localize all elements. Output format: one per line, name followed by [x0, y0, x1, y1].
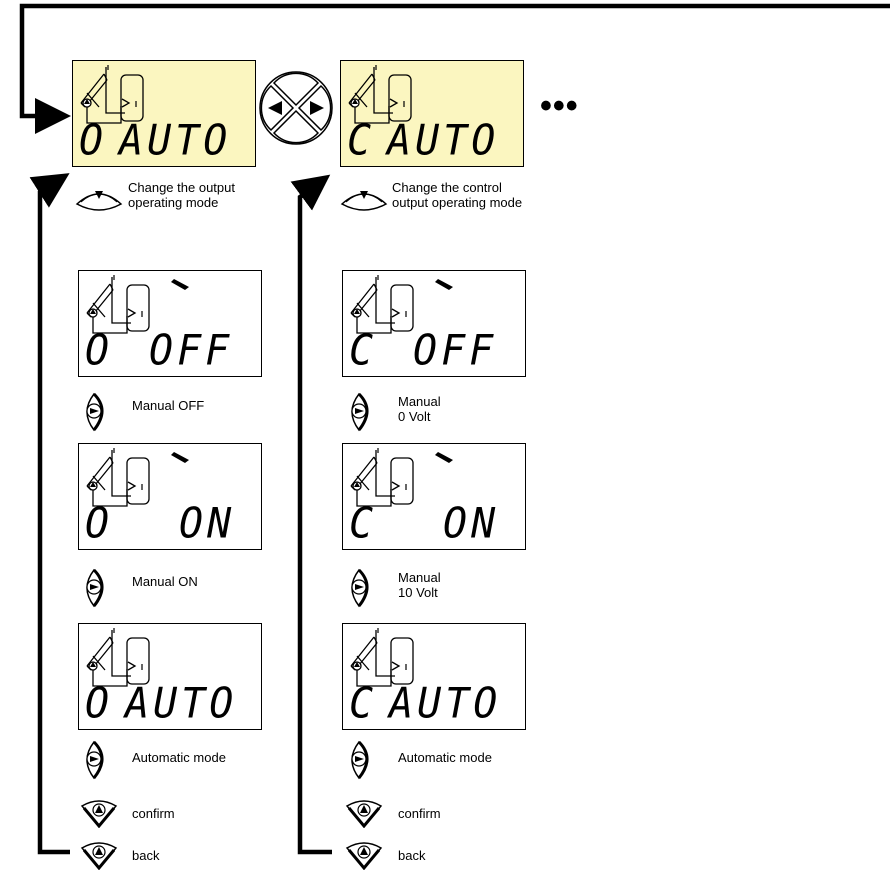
more-indicator: •••: [540, 87, 579, 125]
solar-system-icon: [350, 628, 414, 687]
lcd-channel-code: O: [85, 326, 114, 376]
up-button-icon[interactable]: [345, 798, 383, 828]
label-manual-10-volt: Manual 10 Volt: [398, 570, 441, 600]
lcd-control-on: C ON: [342, 443, 526, 550]
lcd-output-on: O ON: [78, 443, 262, 550]
label-change-control-mode: Change the control output operating mode: [392, 180, 523, 210]
manual-hand-icon: [171, 279, 189, 290]
label-automatic-mode-right: Automatic mode: [398, 750, 492, 765]
up-button-icon[interactable]: [345, 840, 383, 870]
lcd-mode-readout: OFF: [413, 326, 498, 376]
manual-hand-icon: [435, 279, 453, 290]
lcd-output-off: O OFF: [78, 270, 262, 377]
lcd-channel-code: O: [85, 679, 114, 729]
lcd-mode-readout: OFF: [149, 326, 234, 376]
lcd-channel-code: C: [349, 679, 378, 729]
lcd-channel-code: C: [347, 116, 376, 166]
lcd-mode-readout: ON: [179, 499, 236, 549]
lcd-mode-readout: AUTO: [389, 679, 502, 729]
solar-system-icon: [348, 65, 412, 124]
solar-system-icon: [86, 448, 189, 507]
down-button-icon[interactable]: [75, 182, 123, 216]
up-button-icon[interactable]: [80, 798, 118, 828]
loop-arrow-top: [19, 3, 890, 134]
up-button-icon[interactable]: [80, 840, 118, 870]
lcd-channel-code: C: [349, 326, 378, 376]
label-manual-on: Manual ON: [132, 574, 198, 589]
solar-system-icon: [86, 275, 189, 334]
right-button-icon[interactable]: [80, 740, 114, 780]
lcd-channel-code: O: [79, 116, 108, 166]
label-manual-off: Manual OFF: [132, 398, 205, 413]
back-arrow-right: [290, 174, 332, 855]
lcd-mode-readout: AUTO: [387, 116, 500, 166]
lcd-channel-code: O: [85, 499, 114, 549]
right-button-icon[interactable]: [80, 568, 114, 608]
manual-hand-icon: [171, 452, 189, 463]
lcd-mode-readout: ON: [443, 499, 500, 549]
label-back-right: back: [398, 848, 426, 863]
solar-system-icon: [86, 628, 150, 687]
nav-pad-icon[interactable]: [258, 70, 334, 146]
solar-system-icon: [350, 275, 453, 334]
label-automatic-mode-left: Automatic mode: [132, 750, 226, 765]
solar-system-icon: [80, 65, 144, 124]
label-manual-0-volt: Manual 0 Volt: [398, 394, 441, 424]
lcd-mode-readout: AUTO: [119, 116, 232, 166]
label-confirm-right: confirm: [398, 806, 441, 821]
lcd-channel-code: C: [349, 499, 378, 549]
label-change-output-mode: Change the output operating mode: [128, 180, 235, 210]
right-button-icon[interactable]: [345, 740, 379, 780]
right-button-icon[interactable]: [345, 568, 379, 608]
down-button-icon[interactable]: [340, 182, 388, 216]
manual-hand-icon: [435, 452, 453, 463]
right-button-icon[interactable]: [345, 392, 379, 432]
lcd-mode-readout: AUTO: [125, 679, 238, 729]
right-button-icon[interactable]: [80, 392, 114, 432]
label-back-left: back: [132, 848, 160, 863]
label-confirm-left: confirm: [132, 806, 175, 821]
back-arrow-left: [29, 173, 70, 855]
lcd-control-off: C OFF: [342, 270, 526, 377]
solar-system-icon: [350, 448, 453, 507]
